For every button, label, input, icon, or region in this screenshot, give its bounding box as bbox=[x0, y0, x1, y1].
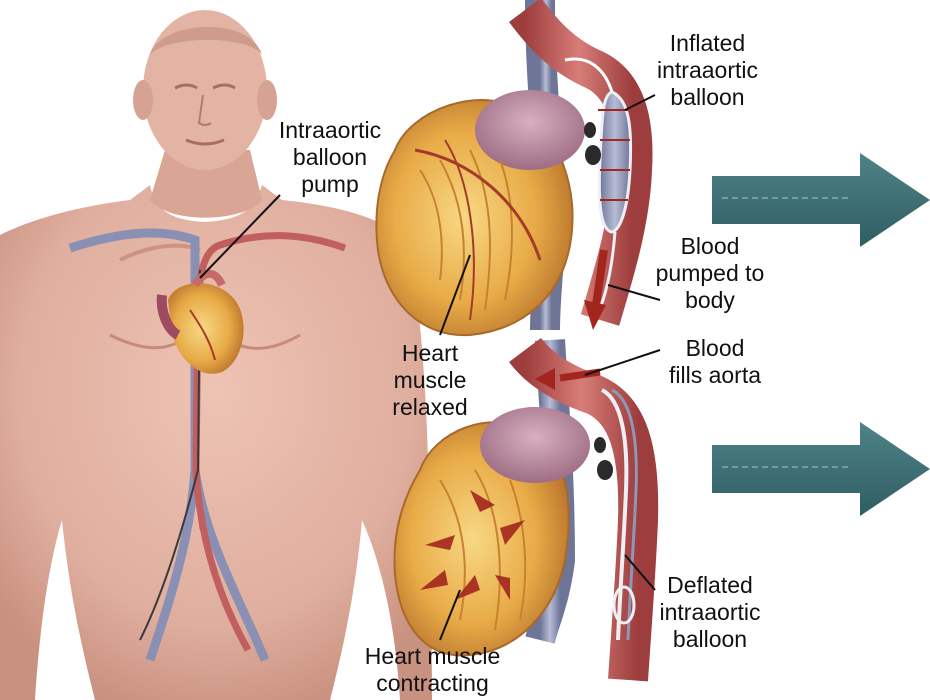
label-line: Deflated bbox=[650, 572, 770, 599]
human-torso-figure bbox=[0, 10, 432, 700]
label-blood-pumped-to-body: Blood pumped to body bbox=[655, 233, 765, 314]
label-line: intraaortic bbox=[650, 599, 770, 626]
label-line: contracting bbox=[345, 670, 520, 697]
heart-inflated-balloon bbox=[376, 0, 632, 335]
label-line: Intraaortic bbox=[270, 117, 390, 144]
label-line: balloon bbox=[270, 144, 390, 171]
label-blood-fills-aorta: Blood fills aorta bbox=[655, 335, 775, 389]
label-line: body bbox=[655, 287, 765, 314]
label-line: Heart bbox=[380, 340, 480, 367]
label-line: muscle bbox=[380, 367, 480, 394]
label-line: balloon bbox=[650, 84, 765, 111]
balloon-inflated bbox=[599, 92, 630, 232]
label-line: Inflated bbox=[650, 30, 765, 57]
teal-right-arrow-icon bbox=[712, 422, 930, 516]
label-line: Blood bbox=[655, 335, 775, 362]
label-line: pumped to bbox=[655, 260, 765, 287]
label-intraaortic-balloon-pump: Intraaortic balloon pump bbox=[270, 117, 390, 198]
label-line: intraaortic bbox=[650, 57, 765, 84]
label-deflated-balloon: Deflated intraaortic balloon bbox=[650, 572, 770, 653]
label-line: Blood bbox=[655, 233, 765, 260]
label-line: balloon bbox=[650, 626, 770, 653]
label-inflated-balloon: Inflated intraaortic balloon bbox=[650, 30, 765, 111]
label-line: pump bbox=[270, 171, 390, 198]
label-heart-muscle-relaxed: Heart muscle relaxed bbox=[380, 340, 480, 421]
label-line: fills aorta bbox=[655, 362, 775, 389]
label-line: Heart muscle bbox=[345, 643, 520, 670]
label-heart-muscle-contracting: Heart muscle contracting bbox=[345, 643, 520, 697]
label-line: relaxed bbox=[380, 394, 480, 421]
